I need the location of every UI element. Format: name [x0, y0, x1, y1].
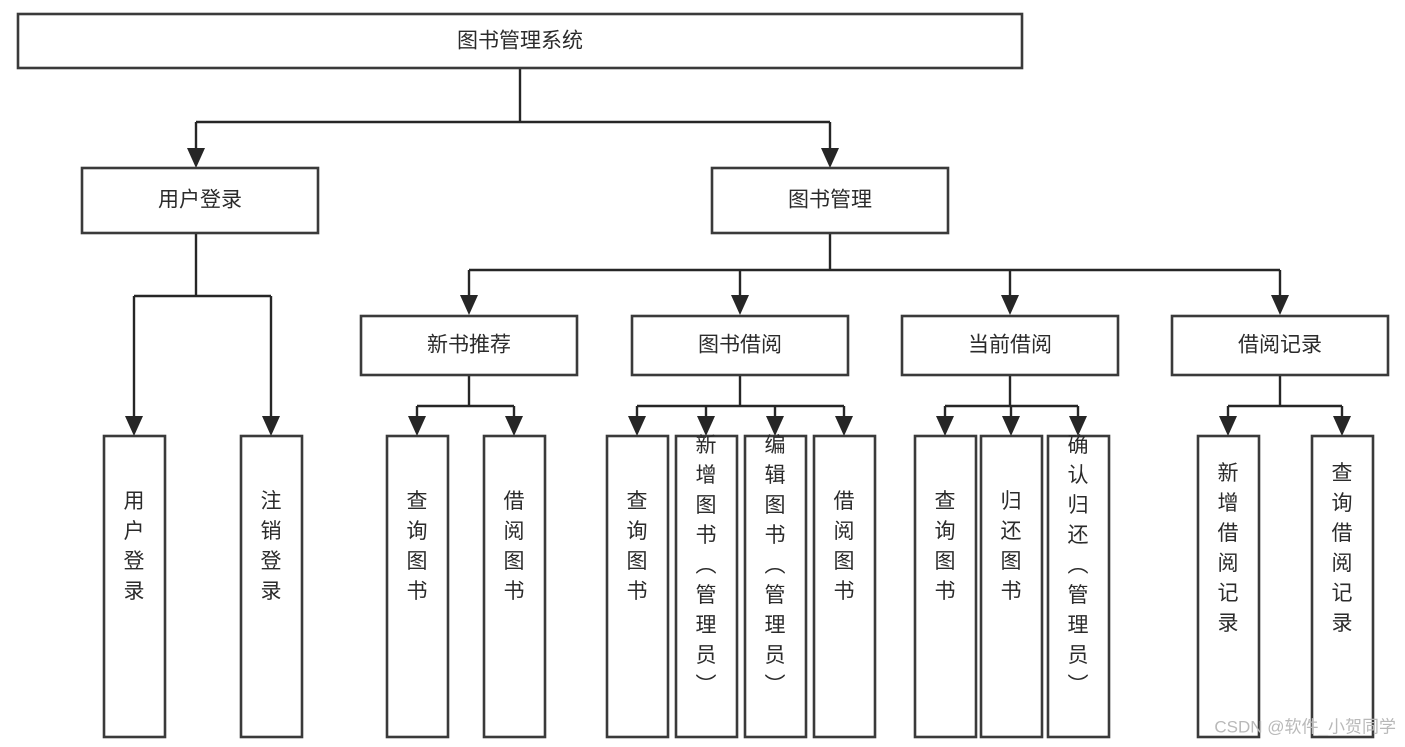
- leaf-logout-login[interactable]: 注销登录: [239, 434, 304, 739]
- arrow-to-new-book-recommend: [460, 295, 478, 315]
- node-root-label: 图书管理系统: [457, 30, 583, 53]
- leaf-current-return-book[interactable]: 归还图书: [979, 434, 1044, 739]
- node-user-login[interactable]: 用户登录: [80, 166, 320, 235]
- node-current-borrow[interactable]: 当前借阅: [900, 314, 1120, 377]
- leaf-current-query-book-label: 查询图书: [935, 490, 956, 603]
- leaf-borrow-query-book-label: 查询图书: [627, 490, 648, 603]
- leaf-borrow-edit-book[interactable]: 编辑图书︵管理员︶: [743, 434, 808, 739]
- leaf-user-login[interactable]: 用户登录: [102, 434, 167, 739]
- arrow-to-leaf-add-record: [1219, 416, 1237, 436]
- arrow-to-leaf-return-book: [1002, 416, 1020, 436]
- leaf-record-add-record-label: 新增借阅记录: [1218, 462, 1239, 635]
- arrow-to-leaf-logout-login: [262, 416, 280, 436]
- leaf-user-login-label: 用户登录: [124, 490, 145, 603]
- connector-group-currentborrow-to-leaves: [936, 375, 1087, 436]
- node-borrow-record[interactable]: 借阅记录: [1170, 314, 1390, 377]
- leaf-logout-login-box: [239, 434, 304, 739]
- arrow-to-leaf-query-book-c: [936, 416, 954, 436]
- arrow-to-book-borrow: [731, 295, 749, 315]
- leaf-borrow-edit-book-label: 编辑图书︵管理员︶: [765, 434, 786, 697]
- arrow-to-user-login: [187, 148, 205, 168]
- node-borrow-record-label: 借阅记录: [1238, 334, 1322, 357]
- leaf-record-query-record-box: [1310, 434, 1375, 739]
- connector-group-bookmanage-to-level3: [460, 233, 1289, 315]
- node-new-book-recommend-box: [359, 314, 579, 377]
- arrow-to-current-borrow: [1001, 295, 1019, 315]
- node-book-manage-label: 图书管理: [788, 189, 872, 212]
- arrow-to-leaf-borrow-book-a: [505, 416, 523, 436]
- node-book-borrow-box: [630, 314, 850, 377]
- leaf-borrow-edit-book-box: [743, 434, 808, 739]
- connector-group-root-to-level2: [187, 68, 839, 168]
- leaf-borrow-add-book-label: 新增图书︵管理员︶: [696, 434, 717, 697]
- arrow-to-leaf-query-record: [1333, 416, 1351, 436]
- connector-group-borrowrecord-to-leaves: [1219, 375, 1351, 436]
- connector-group-userlogin-to-leaves: [125, 233, 280, 436]
- leaf-borrow-borrow-book-label: 借阅图书: [834, 490, 855, 603]
- leaf-newbook-query-book-box: [385, 434, 450, 739]
- leaf-record-add-record[interactable]: 新增借阅记录: [1196, 434, 1261, 739]
- arrow-to-leaf-borrow-book-b: [835, 416, 853, 436]
- leaf-current-confirm-return-box: [1046, 434, 1111, 739]
- leaf-record-query-record-label: 查询借阅记录: [1332, 462, 1353, 635]
- node-book-borrow-label: 图书借阅: [698, 334, 782, 357]
- node-root-box: [16, 12, 1024, 70]
- leaf-record-query-record[interactable]: 查询借阅记录: [1310, 434, 1375, 739]
- leaf-current-return-book-label: 归还图书: [1001, 490, 1022, 603]
- leaf-record-add-record-box: [1196, 434, 1261, 739]
- node-root-system[interactable]: 图书管理系统: [16, 12, 1024, 70]
- arrow-to-book-manage: [821, 148, 839, 168]
- leaf-user-login-box: [102, 434, 167, 739]
- leaf-borrow-borrow-book[interactable]: 借阅图书: [812, 434, 877, 739]
- leaf-borrow-borrow-book-box: [812, 434, 877, 739]
- leaf-current-confirm-return[interactable]: 确认归还︵管理员︶: [1046, 434, 1111, 739]
- leaf-current-query-book[interactable]: 查询图书: [913, 434, 978, 739]
- leaf-newbook-query-book-label: 查询图书: [407, 490, 428, 603]
- leaf-newbook-borrow-book-label: 借阅图书: [504, 490, 525, 603]
- arrow-to-leaf-user-login: [125, 416, 143, 436]
- node-user-login-box: [80, 166, 320, 235]
- leaf-newbook-query-book[interactable]: 查询图书: [385, 434, 450, 739]
- node-new-book-recommend-label: 新书推荐: [427, 334, 511, 357]
- csdn-watermark: CSDN @软件_小贺同学: [1214, 717, 1396, 736]
- arrow-to-leaf-add-book: [697, 416, 715, 436]
- leaf-borrow-query-book[interactable]: 查询图书: [605, 434, 670, 739]
- leaf-current-query-book-box: [913, 434, 978, 739]
- connector-group-bookborrow-to-leaves: [628, 375, 853, 436]
- arrow-to-leaf-query-book-a: [408, 416, 426, 436]
- arrow-to-leaf-edit-book: [766, 416, 784, 436]
- leaf-newbook-borrow-book-box: [482, 434, 547, 739]
- leaf-borrow-add-book-box: [674, 434, 739, 739]
- node-book-manage[interactable]: 图书管理: [710, 166, 950, 235]
- node-book-manage-box: [710, 166, 950, 235]
- leaf-newbook-borrow-book[interactable]: 借阅图书: [482, 434, 547, 739]
- leaf-borrow-add-book[interactable]: 新增图书︵管理员︶: [674, 434, 739, 739]
- node-current-borrow-box: [900, 314, 1120, 377]
- connector-group-newbook-to-leaves: [408, 375, 523, 436]
- leaf-current-return-book-box: [979, 434, 1044, 739]
- leaf-current-confirm-return-label: 确认归还︵管理员︶: [1068, 434, 1089, 697]
- arrow-to-leaf-confirm-return: [1069, 416, 1087, 436]
- leaf-borrow-query-book-box: [605, 434, 670, 739]
- arrow-to-leaf-query-book-b: [628, 416, 646, 436]
- node-borrow-record-box: [1170, 314, 1390, 377]
- leaf-logout-login-label: 注销登录: [261, 490, 282, 603]
- node-book-borrow[interactable]: 图书借阅: [630, 314, 850, 377]
- node-user-login-label: 用户登录: [158, 189, 242, 212]
- node-new-book-recommend[interactable]: 新书推荐: [359, 314, 579, 377]
- arrow-to-borrow-record: [1271, 295, 1289, 315]
- node-current-borrow-label: 当前借阅: [968, 334, 1052, 357]
